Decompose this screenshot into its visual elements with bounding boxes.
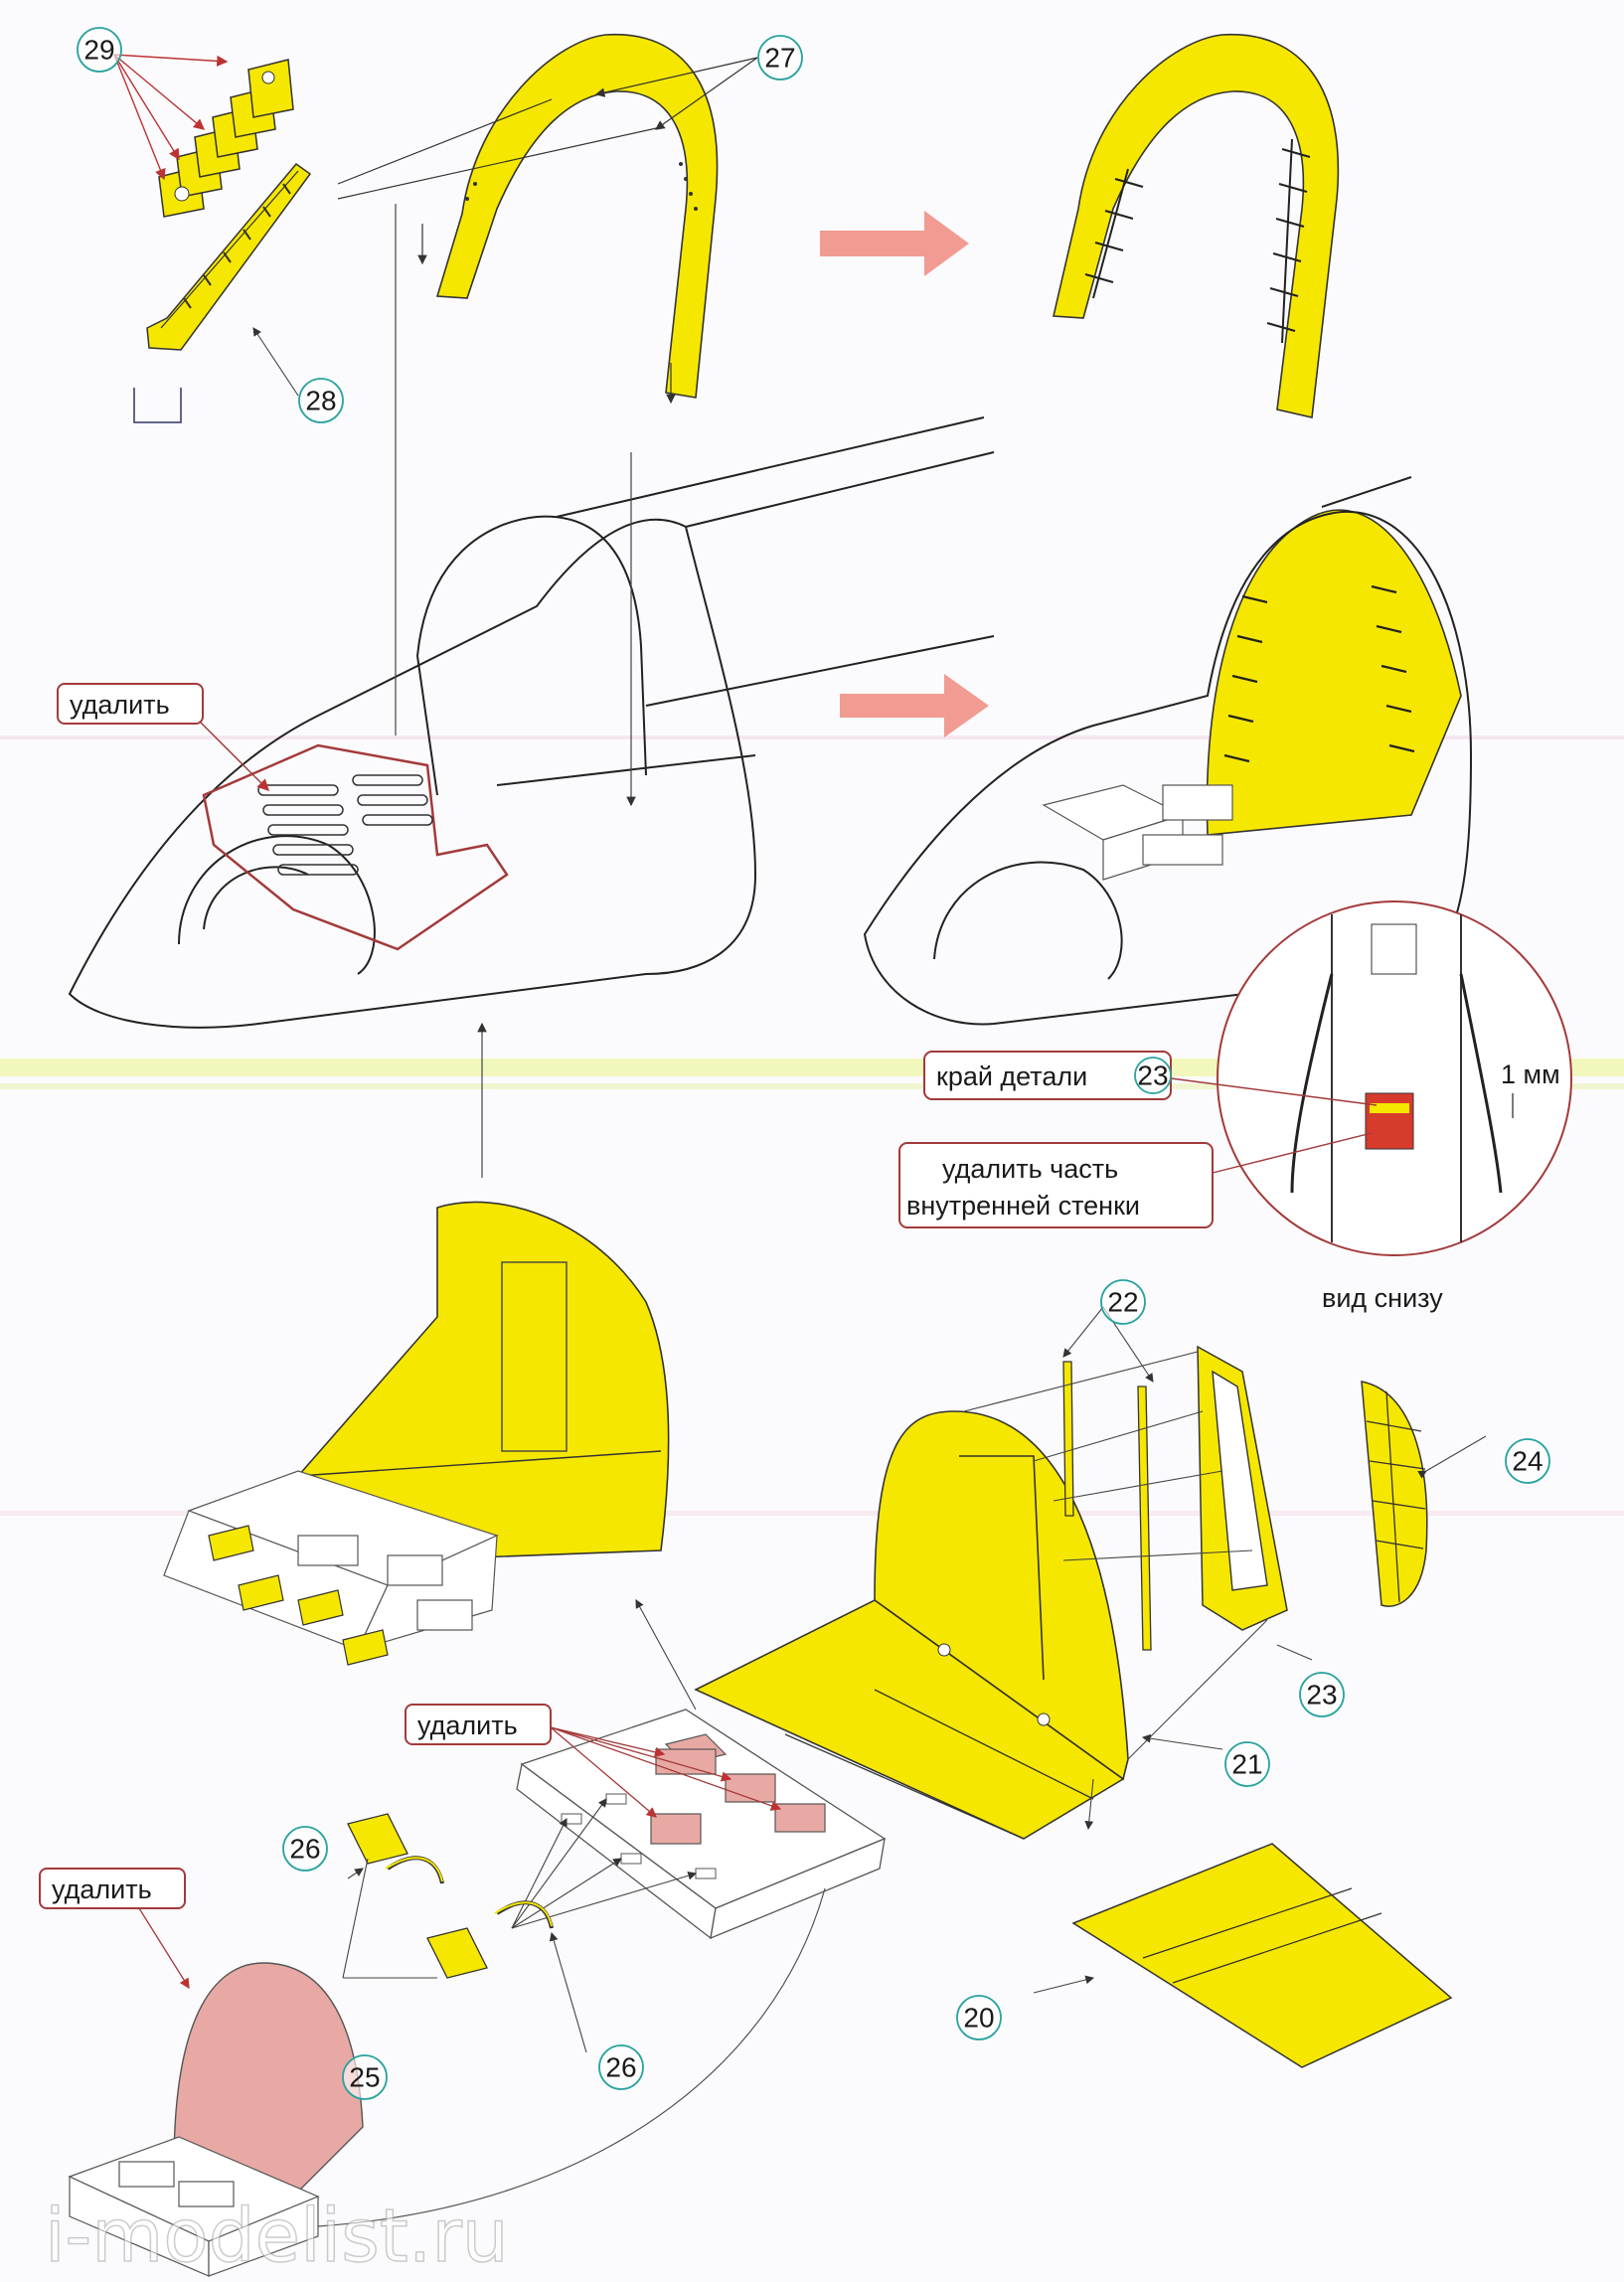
remove-label-top-box: удалить <box>57 683 204 725</box>
part-number-21: 21 <box>1231 1749 1262 1780</box>
part-28-rail <box>133 162 312 423</box>
part-number-24: 24 <box>1512 1446 1543 1477</box>
remove-label-bottom: удалить <box>52 1874 152 1904</box>
remove-inner-wall-line1: удалить часть <box>942 1154 1118 1184</box>
watermark: i-modelist.ru <box>45 2194 509 2279</box>
part-number-20: 20 <box>963 2003 994 2034</box>
leaders-29 <box>113 54 229 181</box>
part-22-strips <box>1062 1361 1152 1651</box>
leaders-remove-middle <box>550 1726 782 1818</box>
part-number-29: 29 <box>83 35 114 66</box>
leaders-seat-parts <box>511 1798 698 1929</box>
part-number-23b: 23 <box>1137 1060 1168 1091</box>
bottom-view-label: вид снизу <box>1322 1283 1443 1313</box>
leaders-27 <box>337 57 758 405</box>
part-29-plates <box>158 59 294 218</box>
remove-label-middle-box: удалить <box>405 1704 552 1745</box>
edge-of-part-label: край детали <box>936 1061 1087 1091</box>
remove-label-middle: удалить <box>417 1711 518 1740</box>
part-number-27: 27 <box>764 43 795 74</box>
step-arrow-middle <box>840 674 989 737</box>
part-number-25: 25 <box>349 2062 380 2093</box>
part-20-floor <box>1033 1778 1453 2068</box>
remove-inner-wall-line2: внутренней стенки <box>906 1191 1140 1221</box>
part-number-26: 26 <box>289 1834 320 1865</box>
callout-28: 28 <box>252 327 344 423</box>
cockpit-base <box>516 1709 887 1940</box>
callout-21: 21 <box>1224 1741 1270 1787</box>
part-number-28: 28 <box>305 386 336 416</box>
callout-26: 26 <box>282 1826 328 1872</box>
bottom-view-detail <box>1217 900 1572 1256</box>
callout-27: 27 <box>757 35 803 81</box>
part-24-panel <box>1361 1381 1428 1607</box>
part-25-26-pieces <box>342 1813 587 2053</box>
part-number-23: 23 <box>1306 1680 1337 1711</box>
callout-29: 29 <box>77 27 122 73</box>
callout-20: 20 <box>956 1995 1002 2040</box>
step-arrow-top <box>820 211 969 276</box>
part-27-assembled <box>1053 33 1340 418</box>
guide-lines-exploded <box>635 1306 1487 1760</box>
callout-24: 24 <box>1505 1438 1550 1484</box>
dimension-label: 1 мм <box>1501 1060 1560 1089</box>
callout-25: 25 <box>342 2054 388 2100</box>
part-number-22: 22 <box>1107 1287 1138 1318</box>
callout-23: 23 <box>1299 1672 1345 1717</box>
fuselage-right <box>863 476 1473 1026</box>
seat-removal <box>68 1887 826 2277</box>
fuselage-left <box>68 416 995 1029</box>
remove-region-top <box>202 743 509 951</box>
remove-label-bottom-box: удалить <box>39 1868 186 1909</box>
part-number-26b: 26 <box>605 2052 636 2083</box>
callout-26b: 26 <box>598 2044 644 2090</box>
guide-lines <box>395 204 636 1178</box>
callout-remove-inner-wall: удалить часть внутренней стенки <box>898 1132 1373 1228</box>
part-27-frame <box>435 33 719 399</box>
callout-22: 22 <box>1100 1279 1146 1325</box>
part-23-frame <box>1197 1345 1288 1631</box>
remove-label-top: удалить <box>70 690 170 720</box>
cockpit-tub-assembled <box>163 1201 670 1666</box>
callout-edge-of-part: край детали 23 <box>923 1051 1378 1106</box>
